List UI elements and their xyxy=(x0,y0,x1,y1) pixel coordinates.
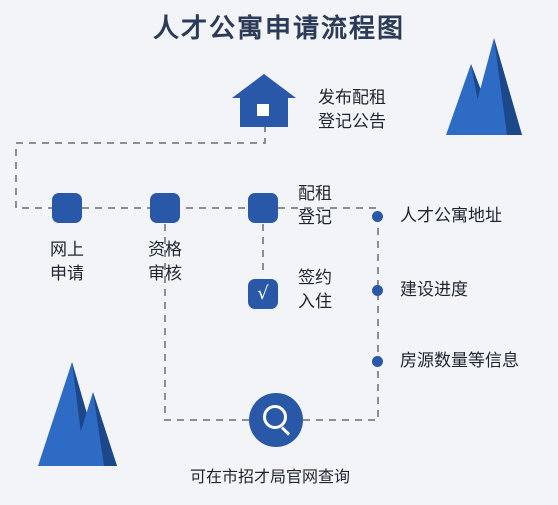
search-icon-handle xyxy=(280,426,291,436)
search-icon xyxy=(249,393,303,447)
connector-announce-to-apply xyxy=(15,125,266,209)
info-item-address: 人才公寓地址 xyxy=(400,206,502,226)
step-apply-line-1: 网上 xyxy=(50,240,84,260)
step-review-line-1: 资格 xyxy=(148,240,182,260)
info-bullet-2 xyxy=(372,285,383,296)
connector-review-to-query xyxy=(164,224,249,421)
page-title: 人才公寓申请流程图 xyxy=(152,14,405,44)
house-icon xyxy=(232,74,296,127)
query-label: 可在市招才局官网查询 xyxy=(190,467,351,486)
step-register-line-1: 配租 xyxy=(298,184,332,204)
mountain-icon-right xyxy=(446,38,522,135)
step-label-apply: 网上 申请 xyxy=(37,238,97,286)
final-step-label: 签约 入住 xyxy=(298,266,332,314)
info-bullet-1 xyxy=(372,211,383,222)
check-icon: √ xyxy=(248,279,278,309)
info-item-progress: 建设进度 xyxy=(400,280,468,300)
search-icon-ring xyxy=(263,405,287,429)
info-bullet-3 xyxy=(372,356,383,367)
info-item-housing: 房源数量等信息 xyxy=(400,351,519,371)
step-review-line-2: 审核 xyxy=(148,264,182,284)
step-apply-line-2: 申请 xyxy=(50,264,84,284)
announce-label: 发布配租 登记公告 xyxy=(318,86,386,134)
step-node-apply xyxy=(52,193,82,223)
step-node-review xyxy=(150,193,180,223)
step-label-review: 资格 审核 xyxy=(135,238,195,286)
announce-line-1: 发布配租 xyxy=(318,88,386,108)
announce-line-2: 登记公告 xyxy=(318,112,386,132)
mountain-icon-left xyxy=(38,362,117,466)
step-register-line-2: 登记 xyxy=(298,208,332,228)
step-label-register: 配租 登记 xyxy=(298,182,332,230)
step-node-register xyxy=(248,193,278,223)
final-step-line-1: 签约 xyxy=(298,268,332,288)
final-step-line-2: 入住 xyxy=(298,292,332,312)
connector-query-to-info xyxy=(303,215,379,421)
